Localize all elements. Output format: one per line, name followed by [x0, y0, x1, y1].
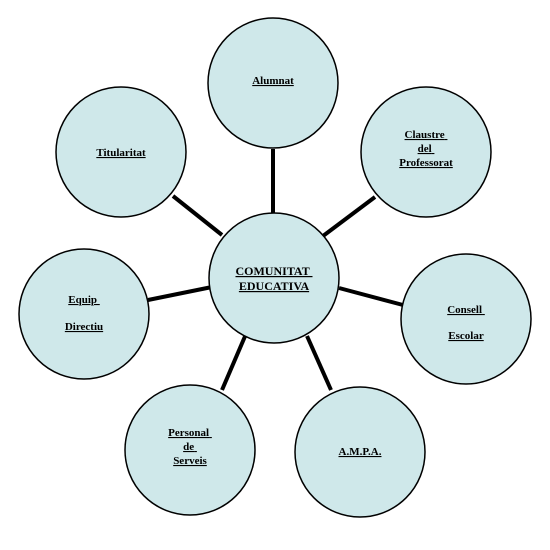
connector-equip	[147, 285, 213, 302]
node-label: Alumnat	[252, 75, 294, 87]
connector-claustre	[321, 195, 377, 238]
node-equip: Equip Directiu	[18, 248, 150, 380]
node-label: Equip Directiu	[65, 294, 103, 333]
node-consell: Consell Escolar	[400, 253, 532, 385]
connector-consell	[338, 286, 404, 307]
node-alumnat: Alumnat	[207, 17, 339, 149]
center-label: COMUNITAT EDUCATIVA	[235, 264, 312, 293]
connector-titularitat	[171, 194, 224, 237]
connector-ampa	[305, 335, 333, 391]
node-claustre: Claustre del Professorat	[360, 86, 492, 218]
node-titularitat: Titularitat	[55, 86, 187, 218]
connector-personal	[220, 333, 248, 391]
node-label: A.M.P.A.	[339, 446, 382, 458]
node-label: Consell Escolar	[447, 304, 485, 342]
center-node: COMUNITAT EDUCATIVA	[208, 212, 340, 344]
node-label: Claustre del Professorat	[399, 129, 453, 169]
node-label: Titularitat	[96, 147, 146, 159]
node-label: Personal de Serveis	[168, 427, 212, 467]
node-ampa: A.M.P.A.	[294, 386, 426, 518]
node-personal: Personal de Serveis	[124, 384, 256, 516]
connectors	[147, 149, 404, 391]
